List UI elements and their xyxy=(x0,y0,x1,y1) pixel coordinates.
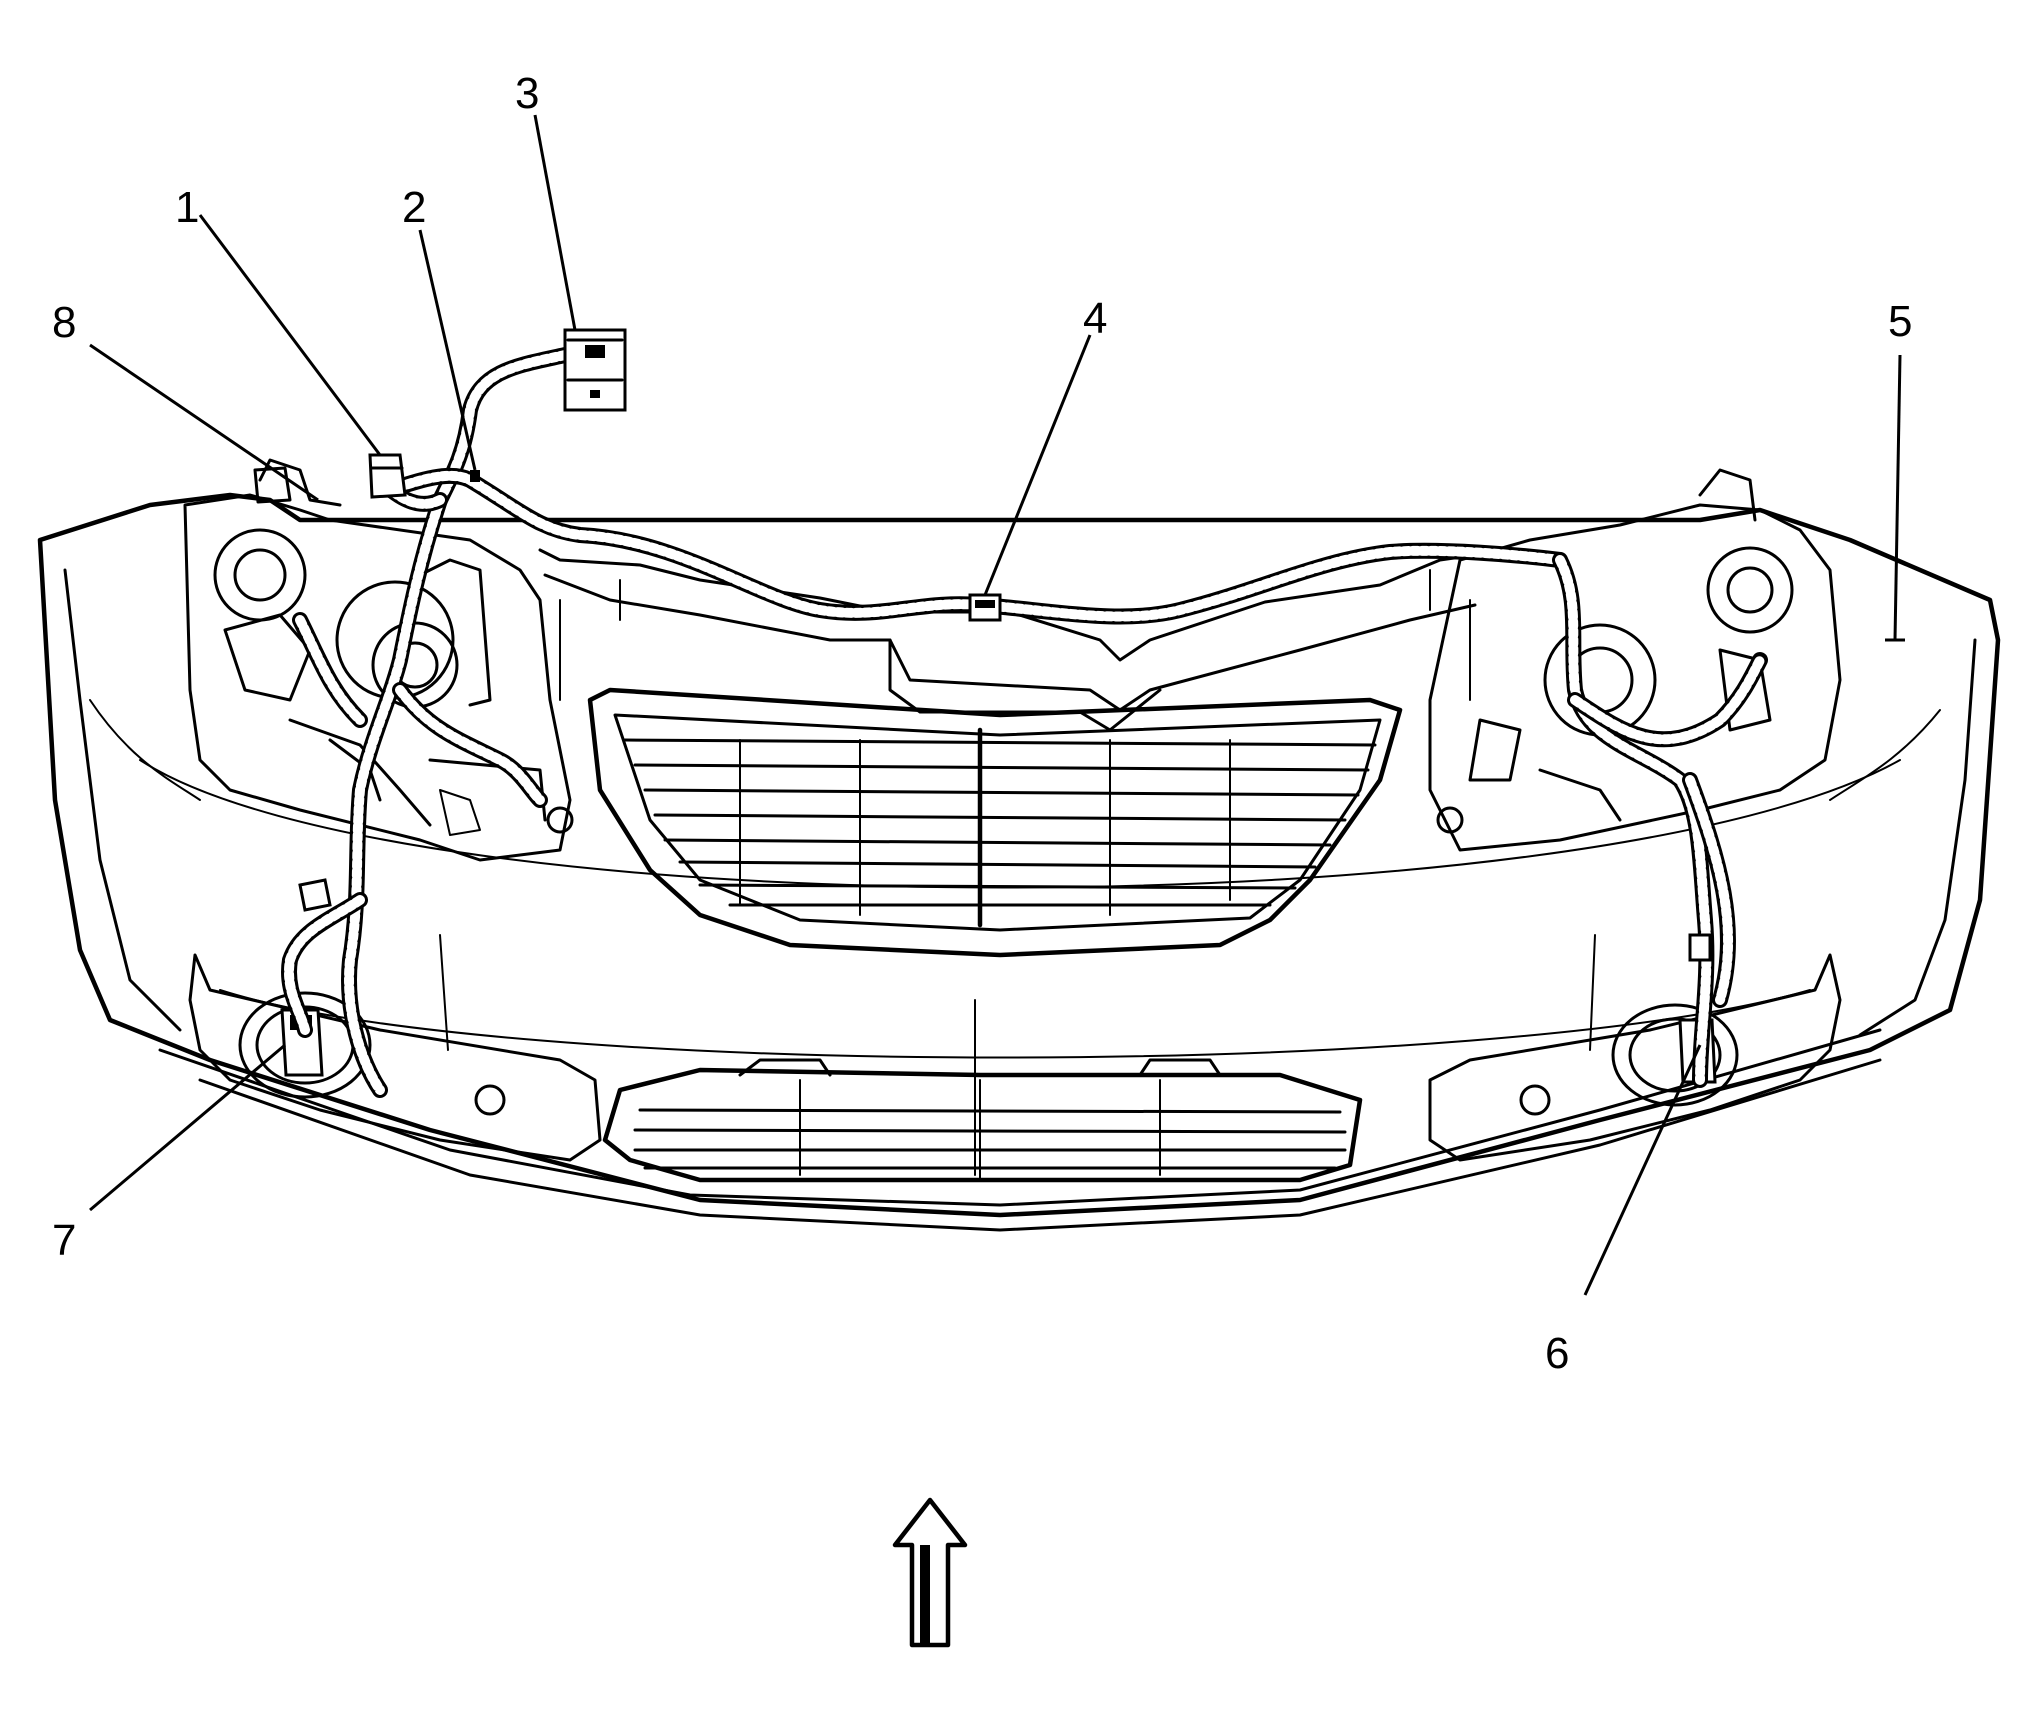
callout-4: 4 xyxy=(1083,294,1107,343)
view-direction-arrow-icon xyxy=(892,1497,968,1648)
wiring-harness xyxy=(281,347,1768,1098)
callout-leaders xyxy=(89,114,1905,1296)
upper-tie-bar xyxy=(538,548,1477,732)
right-headlamp-assembly xyxy=(1428,468,1842,852)
callout-7: 7 xyxy=(52,1216,76,1265)
connectors xyxy=(253,328,1712,962)
callout-5: 5 xyxy=(1888,297,1912,346)
callout-8: 8 xyxy=(52,298,76,347)
callout-labels: 1 2 3 4 5 6 7 8 xyxy=(52,69,1912,1378)
upper-grille xyxy=(587,687,1403,958)
callout-3: 3 xyxy=(515,69,539,118)
callout-2: 2 xyxy=(402,183,426,232)
lower-grille xyxy=(602,1058,1363,1183)
callout-1: 1 xyxy=(175,183,199,232)
callout-6: 6 xyxy=(1545,1329,1569,1378)
